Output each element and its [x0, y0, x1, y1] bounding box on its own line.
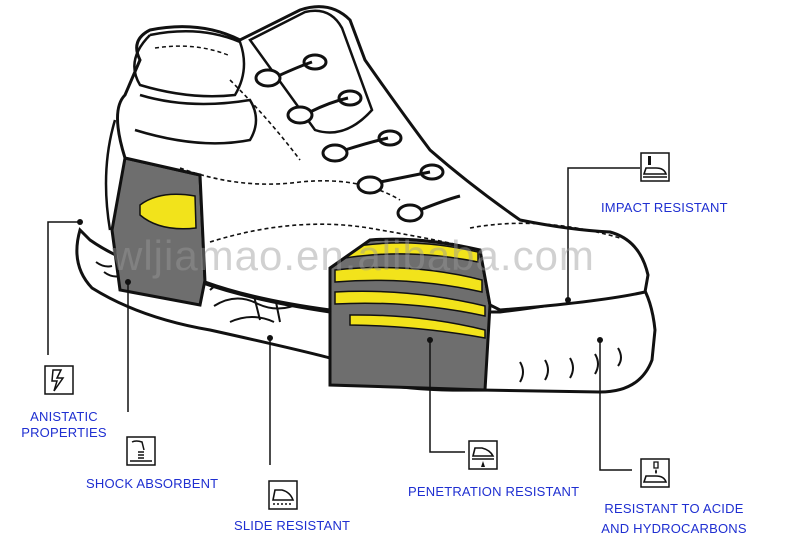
toe-highlight: [334, 242, 486, 339]
leader-lines: [47, 167, 640, 471]
anistatic-label-line2: PROPERTIES: [21, 425, 107, 440]
anistatic-label: ANISTATIC PROPERTIES: [14, 409, 114, 441]
stitching: [179, 79, 621, 251]
laces: [254, 53, 461, 223]
leader-dots: [77, 219, 603, 343]
acid-resistant-label-line2: AND HYDROCARBONS: [601, 521, 747, 536]
sole-ridges: [95, 261, 622, 383]
slide-resistant-label: SLIDE RESISTANT: [234, 518, 351, 533]
impact-resistant-label: IMPACT RESISTANT: [601, 200, 728, 215]
shock-absorbent-label: SHOCK ABSORBENT: [86, 476, 219, 491]
penetration-resistant-icon: [468, 440, 498, 470]
watermark: wljiamao.en.alibaba.com: [112, 232, 595, 279]
acid-resistant-label-line1: RESISTANT TO ACIDE: [604, 501, 744, 516]
slide-resistant-icon: [268, 480, 298, 510]
acid-resistant-label: RESISTANT TO ACIDE AND HYDROCARBONS: [594, 499, 754, 539]
shock-absorbent-icon: [126, 436, 156, 466]
anistatic-label-line1: ANISTATIC: [30, 409, 98, 424]
impact-resistant-icon: [640, 152, 670, 182]
boot-upper: [116, 5, 650, 312]
acid-resistant-icon: [640, 458, 670, 488]
collar: [133, 30, 258, 145]
heel-tab: [104, 119, 117, 231]
heel-highlight: [139, 193, 197, 230]
penetration-resistant-label: PENETRATION RESISTANT: [408, 484, 580, 499]
lightning-icon: [44, 365, 74, 395]
